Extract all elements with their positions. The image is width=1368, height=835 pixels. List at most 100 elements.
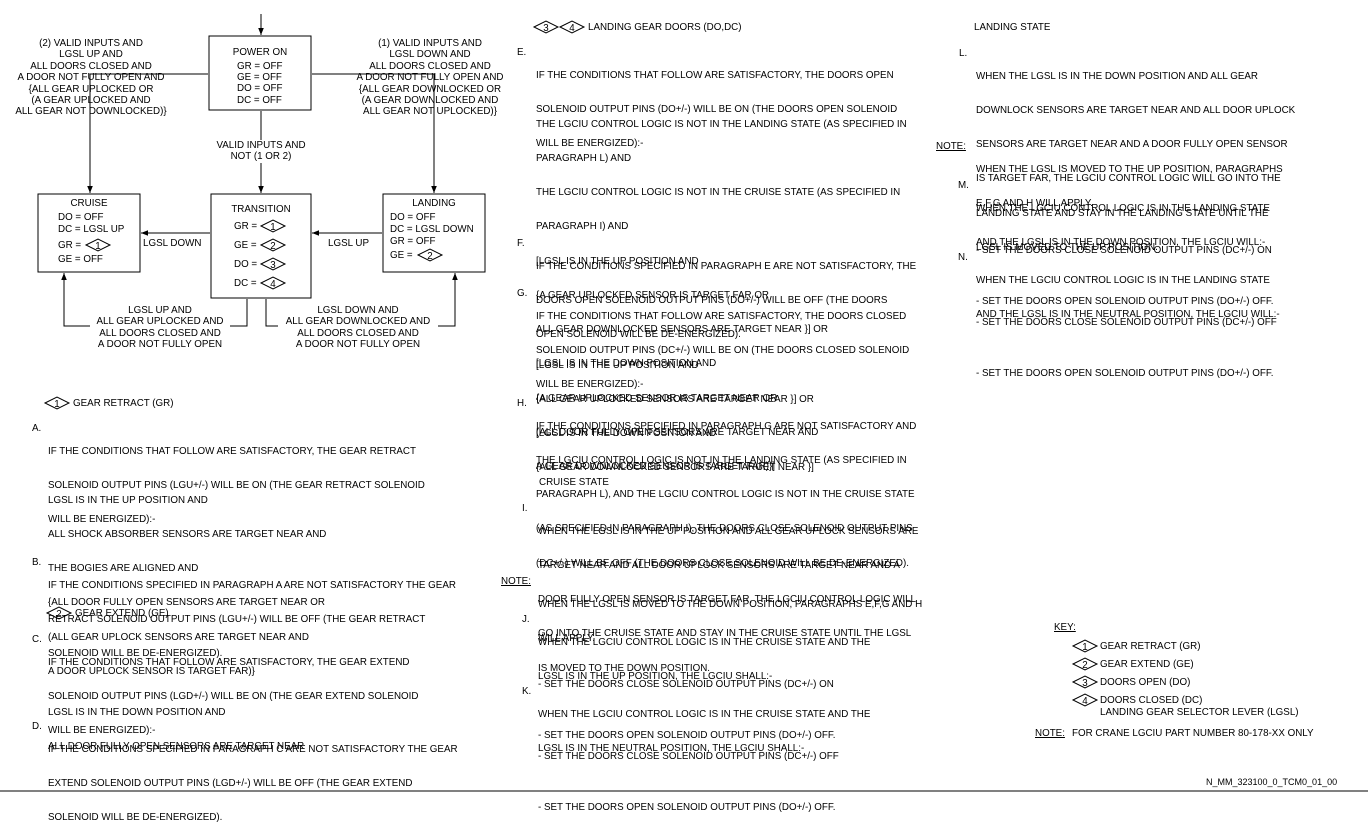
text-line: OPEN SOLENOID WILL BE DE-ENERGIZED). bbox=[536, 329, 741, 341]
para-k-letter: K. bbox=[522, 686, 532, 697]
para-b-text: IF THE CONDITIONS SPECIFIED IN PARAGRAPH… bbox=[48, 557, 456, 671]
text-line: WHEN THE LGCIU CONTROL LOGIC IS IN THE C… bbox=[538, 636, 871, 648]
text-line: LGSL IS IN THE UP POSITION AND bbox=[48, 494, 208, 506]
landing-note-label: NOTE: bbox=[936, 141, 966, 152]
para-c-text: IF THE CONDITIONS THAT FOLLOW ARE SATISF… bbox=[48, 634, 418, 748]
svg-text:1: 1 bbox=[270, 222, 275, 233]
landing-note-text: WHEN THE LGSL IS MOVED TO THE UP POSITIO… bbox=[976, 141, 1283, 221]
para-k-items: - SET THE DOORS CLOSE SOLENOID OUTPUT PI… bbox=[538, 714, 839, 833]
cond-line: (2) VALID INPUTS AND bbox=[39, 38, 143, 49]
power-on-values: GR = OFF GE = OFF DO = OFF DC = OFF bbox=[237, 61, 282, 106]
text-line: {A GEAR UPLOCKED SENSOR IS TARGET FAR OR bbox=[536, 289, 770, 301]
cruise-note-label: NOTE: bbox=[501, 576, 531, 587]
para-f-letter: F. bbox=[517, 238, 525, 249]
para-c-letter: C. bbox=[32, 634, 42, 645]
landing-ge: GE = bbox=[390, 250, 413, 261]
list-item: - SET THE DOORS CLOSE SOLENOID OUTPUT PI… bbox=[976, 245, 1272, 256]
text-line: LANDING STATE AND STAY IN THE LANDING ST… bbox=[976, 207, 1269, 219]
text-line: WHEN THE LGCIU CONTROL LOGIC IS IN THE C… bbox=[538, 708, 871, 720]
para-g-text: IF THE CONDITIONS THAT FOLLOW ARE SATISF… bbox=[536, 288, 909, 402]
text-line: IS MOVED TO THE DOWN POSITION. bbox=[538, 662, 711, 674]
para-e-letter: E. bbox=[517, 47, 527, 58]
para-j-items: - SET THE DOORS CLOSE SOLENOID OUTPUT PI… bbox=[538, 642, 835, 761]
text-line: THE LGCIU CONTROL LOGIC IS NOT IN THE LA… bbox=[536, 455, 907, 467]
svg-text:3: 3 bbox=[543, 23, 549, 34]
key-item-do: DOORS OPEN (DO) bbox=[1100, 677, 1191, 688]
text-line: GO INTO THE CRUISE STATE AND STAY IN THE… bbox=[538, 628, 912, 640]
para-j-text: WHEN THE LGCIU CONTROL LOGIC IS IN THE C… bbox=[538, 614, 870, 694]
cond-line: VALID INPUTS AND bbox=[216, 140, 306, 151]
cond-line: ALL DOORS CLOSED AND bbox=[30, 60, 152, 72]
cond-line: LGSL UP AND bbox=[59, 49, 123, 61]
text-line: IF THE CONDITIONS SPECIFIED IN PARAGRAPH… bbox=[536, 260, 917, 272]
para-c-conditions: LGSL IS IN THE DOWN POSITION AND ALL DOO… bbox=[48, 684, 304, 764]
cond-line: ALL DOORS CLOSED AND bbox=[99, 327, 221, 339]
text-line: ALL SHOCK ABSORBER SENSORS ARE TARGET NE… bbox=[48, 529, 327, 541]
svg-text:4: 4 bbox=[1082, 696, 1088, 707]
text-line: SOLENOID OUTPUT PINS (LGU+/-) WILL BE ON… bbox=[48, 480, 425, 492]
para-n-items: - SET THE DOORS CLOSE SOLENOID OUTPUT PI… bbox=[976, 280, 1277, 399]
cond-line: LGSL DOWN AND bbox=[389, 49, 471, 61]
list-item: - SET THE DOORS OPEN SOLENOID OUTPUT PIN… bbox=[976, 368, 1274, 379]
text-line: {A GEAR UPLOCKED SENSOR IS TARGET NEAR O… bbox=[536, 392, 778, 404]
key-item-gr: GEAR RETRACT (GR) bbox=[1100, 641, 1201, 652]
cond-line: ALL DOORS CLOSED AND bbox=[369, 60, 491, 72]
key-diamond-2-icon: 2 bbox=[1071, 657, 1099, 671]
para-d-text: IF THE CONDITIONS SPECIFIED IN PARAGRAPH… bbox=[48, 721, 458, 835]
transition-entry-conditions: VALID INPUTS AND NOT (1 OR 2) bbox=[196, 140, 326, 163]
text-line: WILL APPLY. bbox=[538, 633, 596, 645]
text-line: LGSL IS IN THE DOWN POSITION AND bbox=[48, 706, 226, 718]
landing-ge-diamond-icon: 2 bbox=[416, 248, 444, 262]
list-item: - SET THE DOORS CLOSE SOLENOID OUTPUT PI… bbox=[538, 679, 834, 690]
transition-gr: GR = bbox=[234, 221, 258, 232]
gear-extend-heading: GEAR EXTEND (GE) bbox=[75, 608, 169, 619]
return-landing-conditions: LGSL DOWN AND ALL GEAR DOWNLOCKED AND AL… bbox=[278, 305, 438, 351]
text-line: WILL BE ENERGIZED):- bbox=[48, 514, 156, 526]
para-l-letter: L. bbox=[959, 48, 968, 59]
text-line: EXTEND SOLENOID OUTPUT PINS (LGD+/-) WIL… bbox=[48, 778, 413, 790]
cruise-entry-conditions: (2) VALID INPUTS AND LGSL UP AND ALL DOO… bbox=[0, 38, 182, 118]
text-line: SOLENOID WILL BE DE-ENERGIZED). bbox=[48, 648, 223, 660]
text-line: (ALL GEAR UPLOCK SENSORS ARE TARGET NEAR… bbox=[48, 631, 309, 643]
transition-gr-diamond-icon: 1 bbox=[259, 219, 287, 233]
gear-extend-diamond-icon: 2 bbox=[45, 606, 73, 620]
text-line: SOLENOID OUTPUT PINS (DC+/-) WILL BE ON … bbox=[536, 345, 910, 357]
key-title: KEY: bbox=[1054, 622, 1076, 633]
text-line: E,F,G AND H WILL APPLY. bbox=[976, 198, 1093, 210]
cond-line: ALL GEAR UPLOCKED AND bbox=[90, 316, 230, 328]
svg-text:4: 4 bbox=[569, 23, 575, 34]
landing-state-heading: LANDING STATE bbox=[974, 22, 1051, 33]
transition-dc: DC = bbox=[234, 278, 257, 289]
cruise-dc: DC = LGSL UP bbox=[58, 224, 125, 235]
para-f-text: IF THE CONDITIONS SPECIFIED IN PARAGRAPH… bbox=[536, 238, 916, 352]
para-i-text: WHEN THE LGSL IS IN THE UP POSITION AND … bbox=[538, 503, 918, 686]
cond-line: (A GEAR UPLOCKED AND bbox=[31, 95, 151, 107]
text-line: THE LGCIU CONTROL LOGIC IS NOT IN THE LA… bbox=[536, 118, 907, 130]
para-i-letter: I. bbox=[522, 503, 528, 514]
cond-line: A DOOR NOT FULLY OPEN bbox=[295, 339, 421, 351]
text-line: IS TARGET FAR, THE LGCIU CONTROL LOGIC W… bbox=[976, 173, 1281, 185]
list-item: - SET THE DOORS OPEN SOLENOID OUTPUT PIN… bbox=[538, 730, 836, 741]
cond-line: {ALL GEAR DOWNLOCKED OR bbox=[358, 83, 502, 95]
text-line: WILL BE ENERGIZED):- bbox=[48, 725, 156, 737]
key-note-text: FOR CRANE LGCIU PART NUMBER 80-178-XX ON… bbox=[1072, 728, 1314, 739]
cond-line: A DOOR NOT FULLY OPEN AND bbox=[17, 72, 165, 84]
text-line: THE BOGIES ARE ALIGNED AND bbox=[48, 563, 199, 575]
para-l-text: WHEN THE LGSL IS IN THE DOWN POSITION AN… bbox=[976, 48, 1295, 265]
list-item: - SET THE DOORS OPEN SOLENOID OUTPUT PIN… bbox=[538, 802, 836, 813]
svg-text:4: 4 bbox=[270, 279, 276, 290]
text-line: DOWNLOCK SENSORS ARE TARGET NEAR AND ALL… bbox=[976, 105, 1296, 117]
svg-text:3: 3 bbox=[270, 260, 276, 271]
text-line: [LGSL IS IN THE DOWN POSITION AND bbox=[536, 428, 717, 440]
cond-line: LGSL UP AND bbox=[128, 305, 192, 317]
text-line: ALL DOOR FULLY OPEN SENSORS ARE TARGET N… bbox=[48, 741, 305, 753]
text-line: (AS SPECIFIED IN PARAGRAPH I), THE DOORS… bbox=[536, 523, 913, 535]
text-line: A GEAR DOWNLOCKED SENSOR IS TARGET FAR)}… bbox=[536, 461, 775, 472]
cond-line: ALL GEAR NOT UPLOCKED)} bbox=[363, 106, 497, 118]
key-note-label: NOTE: bbox=[1035, 728, 1065, 739]
cond-line: (1) VALID INPUTS AND bbox=[378, 38, 482, 49]
text-line: WHEN THE LGSL IS IN THE DOWN POSITION AN… bbox=[976, 70, 1258, 82]
text-line: (DC+/-) WILL BE OFF (THE DOORS CLOSE SOL… bbox=[536, 557, 909, 569]
cruise-gr: GR = bbox=[58, 240, 82, 251]
transition-ge-diamond-icon: 2 bbox=[259, 238, 287, 252]
